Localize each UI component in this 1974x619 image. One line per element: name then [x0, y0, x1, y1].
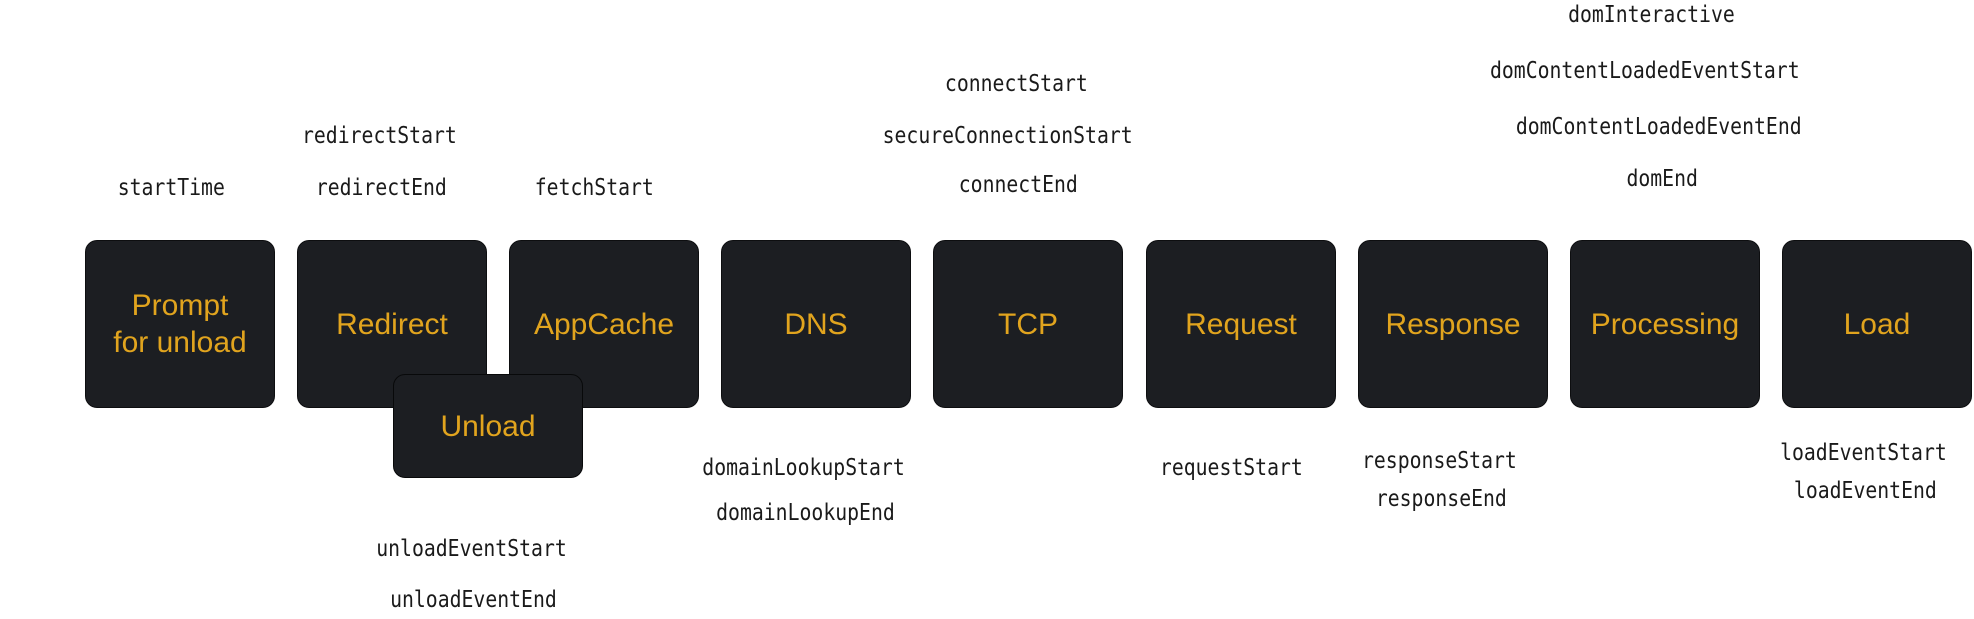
- stage-tcp: TCP: [933, 240, 1123, 408]
- stage-load: Load: [1782, 240, 1972, 408]
- stage-unload: Unload: [393, 374, 583, 478]
- label-response-end: responseEnd: [1375, 486, 1507, 512]
- stage-redirect: Redirect: [297, 240, 487, 408]
- label-redirect-start: redirectStart: [301, 123, 457, 149]
- label-unload-event-start: unloadEventStart: [376, 536, 567, 562]
- label-redirect-end: redirectEnd: [315, 175, 447, 201]
- label-load-event-start: loadEventStart: [1780, 440, 1947, 466]
- stage-prompt-for-unload: Prompt for unload: [85, 240, 275, 408]
- label-connect-start: connectStart: [944, 71, 1088, 97]
- label-unload-event-end: unloadEventEnd: [390, 587, 557, 613]
- stage-processing: Processing: [1570, 240, 1760, 408]
- label-load-event-end: loadEventEnd: [1793, 478, 1937, 504]
- label-dom-content-loaded-event-end: domContentLoadedEventEnd: [1515, 114, 1802, 140]
- stage-dns-label: DNS: [784, 307, 848, 341]
- stage-processing-label: Processing: [1590, 307, 1740, 341]
- stage-request: Request: [1146, 240, 1336, 408]
- label-dom-interactive: domInteractive: [1568, 2, 1735, 28]
- label-dom-end: domEnd: [1626, 166, 1698, 192]
- stage-load-label: Load: [1843, 307, 1911, 341]
- stage-response-label: Response: [1385, 307, 1521, 341]
- stage-request-label: Request: [1185, 307, 1297, 341]
- label-request-start: requestStart: [1159, 455, 1303, 481]
- label-dom-content-loaded-event-start: domContentLoadedEventStart: [1489, 58, 1800, 84]
- label-connect-end: connectEnd: [958, 172, 1078, 198]
- stage-appcache: AppCache: [509, 240, 699, 408]
- stage-unload-label: Unload: [440, 409, 536, 443]
- label-domain-lookup-end: domainLookupEnd: [716, 500, 895, 526]
- stage-tcp-label: TCP: [998, 307, 1058, 341]
- label-fetch-start: fetchStart: [534, 175, 654, 201]
- stage-redirect-label: Redirect: [336, 307, 448, 341]
- label-secure-connection-start: secureConnectionStart: [882, 123, 1133, 149]
- stage-dns: DNS: [721, 240, 911, 408]
- stage-response: Response: [1358, 240, 1548, 408]
- label-start-time: startTime: [117, 175, 225, 201]
- stage-prompt-for-unload-label: Prompt for unload: [113, 289, 247, 359]
- label-response-start: responseStart: [1361, 448, 1517, 474]
- stage-appcache-label: AppCache: [533, 307, 675, 341]
- label-domain-lookup-start: domainLookupStart: [702, 455, 905, 481]
